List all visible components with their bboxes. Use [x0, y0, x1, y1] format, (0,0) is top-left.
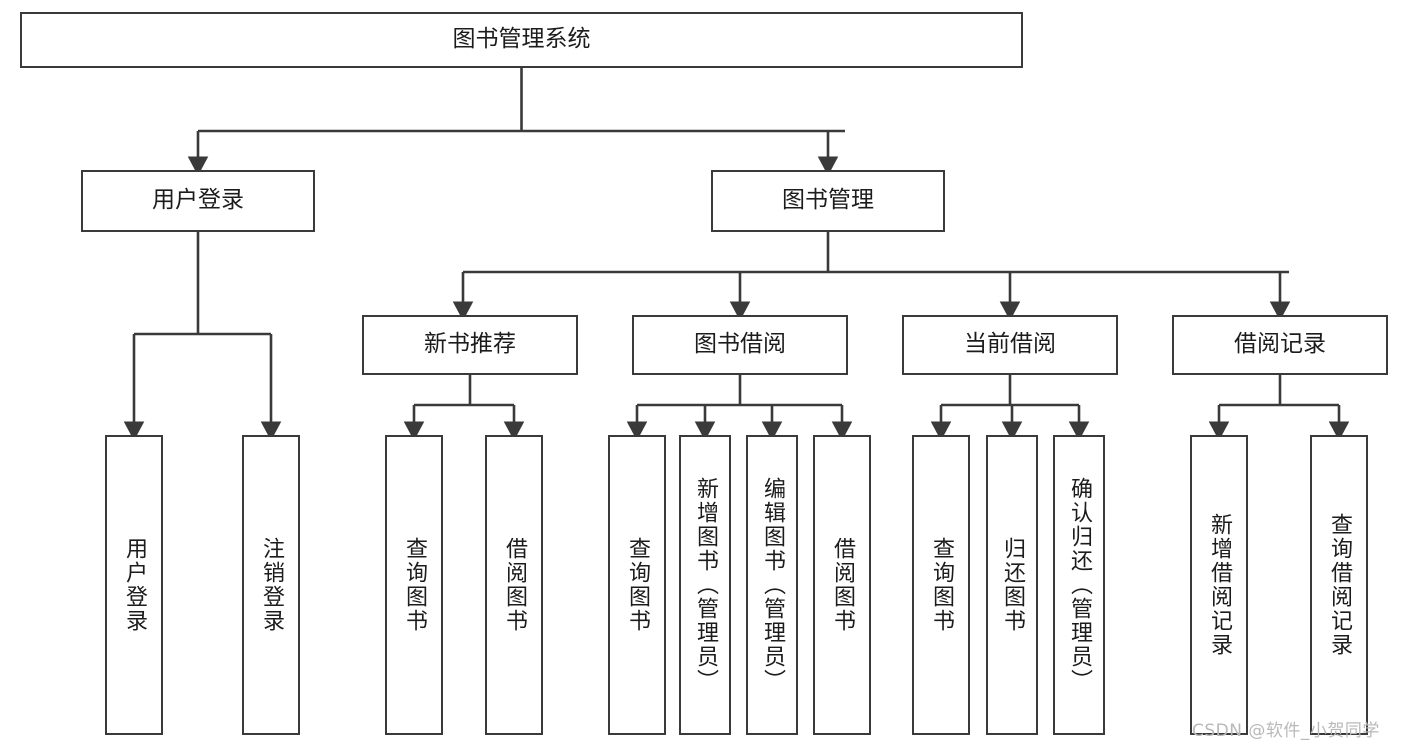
node-leaf-query-book-2-label: 查询图书 — [625, 537, 650, 633]
node-root-label: 图书管理系统 — [452, 26, 591, 53]
node-root[interactable]: 图书管理系统 — [20, 12, 1023, 68]
node-leaf-edit-book[interactable]: 编辑图书（管理员） — [746, 435, 798, 735]
node-leaf-borrow-book-2[interactable]: 借阅图书 — [813, 435, 871, 735]
node-leaf-borrow-book-1[interactable]: 借阅图书 — [485, 435, 543, 735]
node-leaf-borrow-book-2-label: 借阅图书 — [830, 537, 855, 633]
node-leaf-query-book-3-label: 查询图书 — [929, 537, 954, 633]
node-book-manage-label: 图书管理 — [782, 187, 874, 214]
node-current-borrow-label: 当前借阅 — [964, 331, 1056, 358]
node-leaf-logout[interactable]: 注销登录 — [242, 435, 300, 735]
node-book-manage[interactable]: 图书管理 — [711, 170, 945, 232]
node-leaf-logout-label: 注销登录 — [259, 537, 284, 633]
node-user-login[interactable]: 用户登录 — [81, 170, 315, 232]
node-leaf-add-record-label: 新增借阅记录 — [1207, 513, 1232, 657]
node-book-borrow-label: 图书借阅 — [694, 331, 786, 358]
node-leaf-confirm-return[interactable]: 确认归还（管理员） — [1053, 435, 1105, 735]
node-leaf-confirm-return-label: 确认归还（管理员） — [1067, 477, 1092, 693]
node-leaf-query-book-1-label: 查询图书 — [402, 537, 427, 633]
node-leaf-query-record-label: 查询借阅记录 — [1327, 513, 1352, 657]
node-borrow-record[interactable]: 借阅记录 — [1172, 315, 1388, 375]
node-leaf-query-book-2[interactable]: 查询图书 — [608, 435, 666, 735]
node-leaf-user-login-label: 用户登录 — [122, 537, 147, 633]
node-leaf-borrow-book-1-label: 借阅图书 — [502, 537, 527, 633]
node-user-login-label: 用户登录 — [152, 187, 244, 214]
csdn-watermark: CSDN @软件_小贺同学 — [1192, 721, 1380, 741]
node-current-borrow[interactable]: 当前借阅 — [902, 315, 1118, 375]
node-new-book-recommend-label: 新书推荐 — [424, 331, 516, 358]
node-borrow-record-label: 借阅记录 — [1234, 331, 1326, 358]
node-leaf-return-book-label: 归还图书 — [1000, 537, 1025, 633]
node-leaf-add-record[interactable]: 新增借阅记录 — [1190, 435, 1248, 735]
node-leaf-add-book[interactable]: 新增图书（管理员） — [679, 435, 731, 735]
node-leaf-query-book-1[interactable]: 查询图书 — [385, 435, 443, 735]
node-new-book-recommend[interactable]: 新书推荐 — [362, 315, 578, 375]
node-leaf-user-login[interactable]: 用户登录 — [105, 435, 163, 735]
node-leaf-add-book-label: 新增图书（管理员） — [693, 477, 718, 693]
node-leaf-edit-book-label: 编辑图书（管理员） — [760, 477, 785, 693]
node-leaf-query-book-3[interactable]: 查询图书 — [912, 435, 970, 735]
node-leaf-query-record[interactable]: 查询借阅记录 — [1310, 435, 1368, 735]
node-leaf-return-book[interactable]: 归还图书 — [986, 435, 1038, 735]
node-book-borrow[interactable]: 图书借阅 — [632, 315, 848, 375]
